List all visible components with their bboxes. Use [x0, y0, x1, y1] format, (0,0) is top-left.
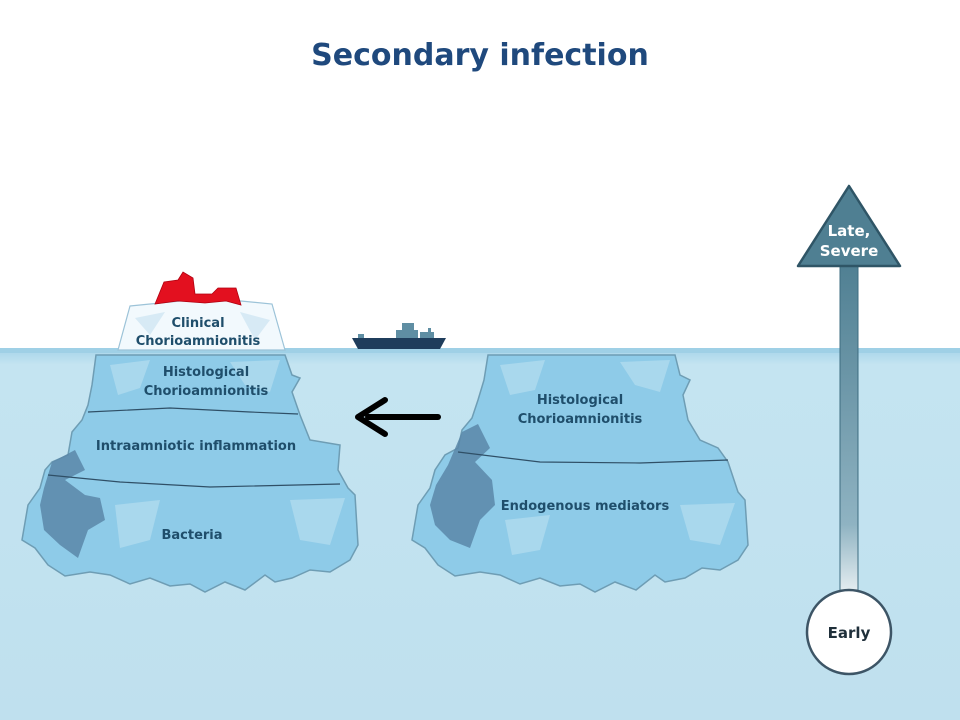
slide-title: Secondary infection — [311, 38, 649, 73]
label-clinical-1: Clinical — [171, 316, 224, 331]
label-early: Early — [828, 624, 871, 642]
right-iceberg: Histological Chorioamnionitis Endogenous… — [411, 354, 749, 593]
severity-scale-top-triangle — [796, 184, 902, 268]
label-histological-left-1: Histological — [163, 365, 249, 380]
label-clinical-2: Chorioamnionitis — [136, 334, 261, 349]
left-layer-line-1 — [87, 407, 299, 415]
left-layer-line-2 — [47, 474, 341, 488]
label-intraamniotic: Intraamniotic inflammation — [96, 439, 296, 454]
label-endogenous: Endogenous mediators — [501, 499, 670, 514]
right-layer-line-1 — [457, 451, 729, 464]
left-iceberg: Clinical Chorioamnionitis Histological C… — [21, 271, 359, 593]
right-iceberg-body — [411, 354, 749, 593]
waterline — [0, 348, 960, 353]
left-arrow-icon — [355, 397, 441, 437]
severity-scale: Late, Severe Early — [796, 184, 902, 676]
severity-scale-bottom-circle — [805, 588, 893, 676]
left-iceberg-shadow — [40, 450, 105, 558]
label-late: Late, — [828, 222, 871, 240]
label-histological-left-2: Chorioamnionitis — [144, 384, 269, 399]
severity-scale-stem — [839, 261, 859, 613]
left-iceberg-body — [21, 354, 359, 593]
label-bacteria: Bacteria — [161, 528, 222, 543]
ship-icon — [352, 323, 446, 349]
clinical-red-crown — [154, 271, 242, 306]
label-severe: Severe — [820, 242, 879, 260]
label-histological-right-1: Histological — [537, 393, 623, 408]
label-histological-right-2: Chorioamnionitis — [518, 412, 643, 427]
